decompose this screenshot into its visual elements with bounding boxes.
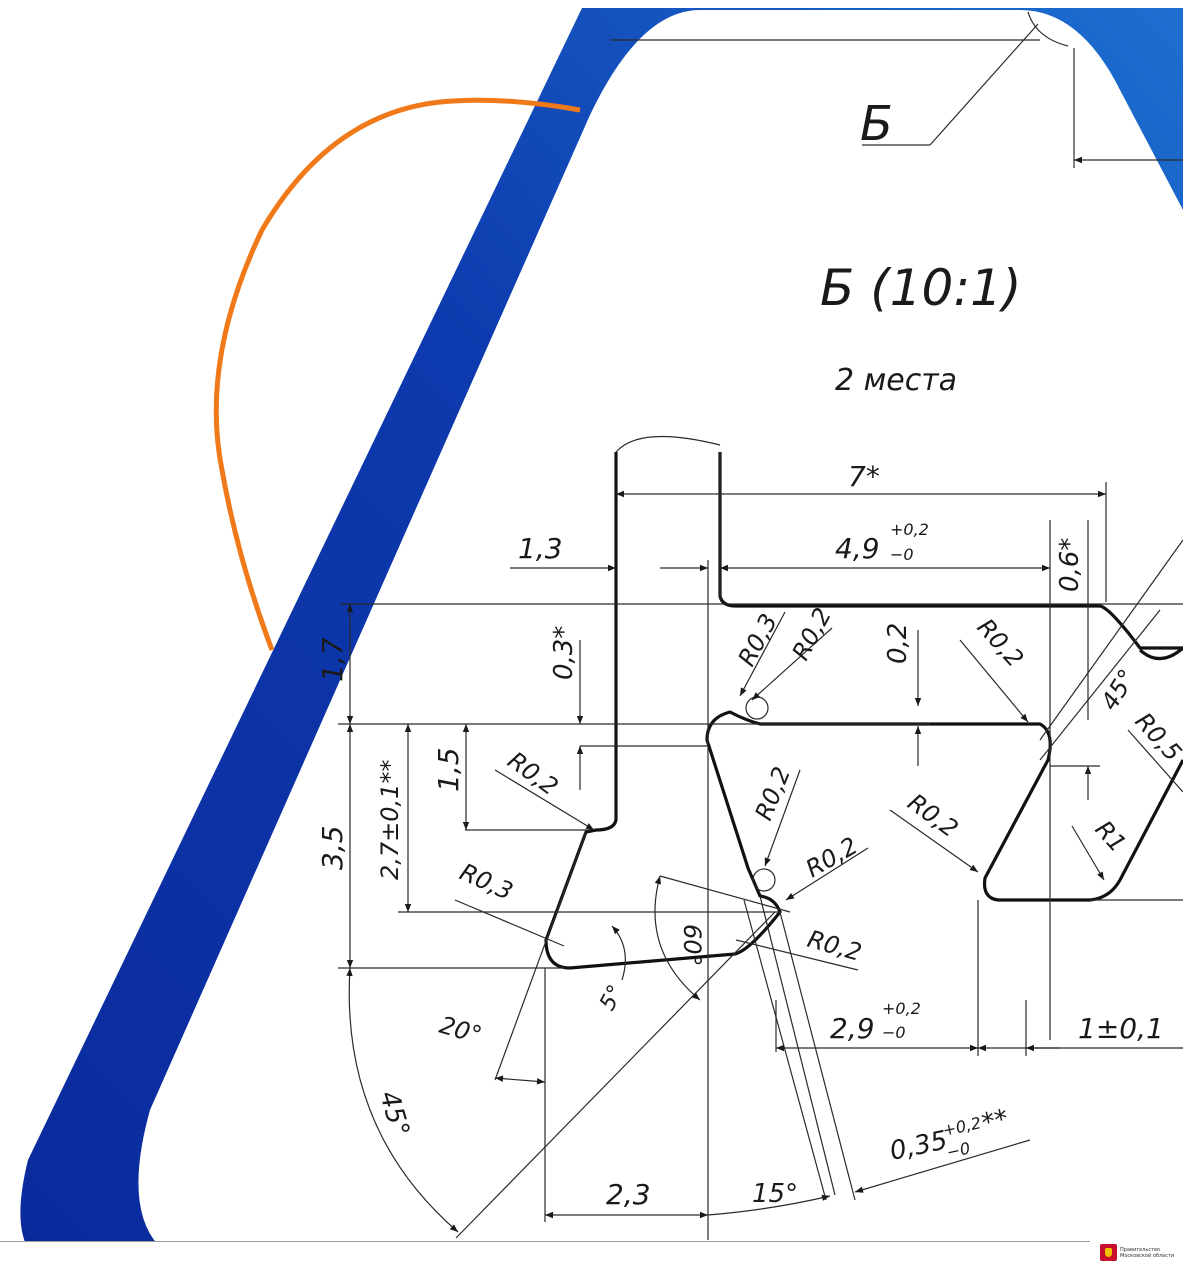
dim-1-5: 1,5: [432, 747, 465, 792]
dimension-lines: [338, 452, 1183, 1240]
dim-0-3: 0,3*: [549, 626, 579, 680]
dim-1-3: 1,3: [518, 532, 563, 565]
white-content-area: [138, 10, 1183, 1272]
footer-divider: [0, 1241, 1090, 1242]
view-letter: Б: [860, 96, 893, 152]
government-logo-text: Правительство Московской области: [1120, 1246, 1175, 1259]
dim-3-5: 3,5: [316, 825, 349, 870]
dim-0-35-tol-lower: −0: [945, 1138, 972, 1161]
dim-4-9-tol-lower: −0: [890, 545, 914, 564]
dim-0-6: 0,6*: [1055, 538, 1085, 592]
dim-0-35-mark: **: [979, 1104, 1011, 1139]
dim-1-01: 1±0,1: [1078, 1012, 1164, 1045]
coat-of-arms-icon: [1100, 1244, 1117, 1261]
dim-2-7: 2,7±0,1**: [376, 760, 404, 880]
dim-0-2: 0,2: [883, 623, 913, 664]
dim-2-9-tol-lower: −0: [882, 1023, 906, 1042]
dim-7: 7*: [848, 460, 880, 493]
detail-note: 2 места: [835, 363, 957, 398]
orange-arc-decoration: [213, 97, 581, 651]
dim-2-9: 2,9: [830, 1012, 875, 1045]
angle-60: 60°: [678, 924, 706, 967]
dim-2-3: 2,3: [606, 1178, 651, 1211]
dim-4-9: 4,9: [835, 532, 880, 565]
dim-4-9-tol-upper: +0,2: [890, 520, 929, 539]
dim-2-9-tol-upper: +0,2: [882, 999, 921, 1018]
dim-1-7: 1,7: [316, 637, 349, 682]
footer-bar: [0, 1241, 1183, 1272]
part-profile: [544, 435, 1183, 970]
government-logo: Правительство Московской области: [1100, 1244, 1183, 1261]
view-b-callout: [610, 11, 1183, 168]
angle-15: 15°: [752, 1179, 798, 1209]
detail-title: Б (10:1): [820, 259, 1022, 317]
